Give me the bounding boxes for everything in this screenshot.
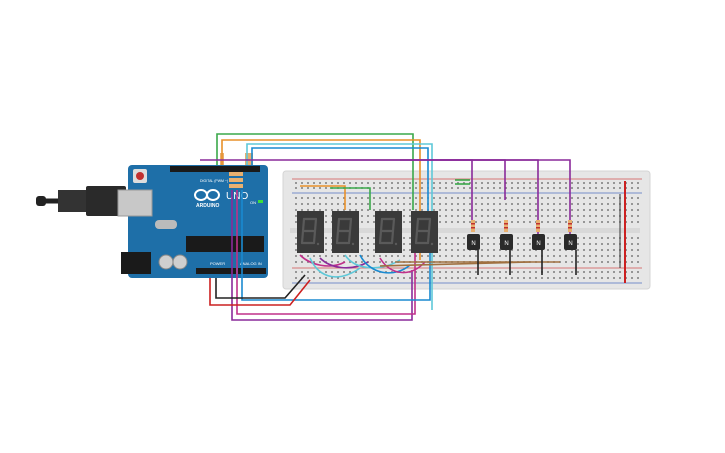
microcontroller-chip xyxy=(186,236,264,252)
base-resistor[interactable] xyxy=(536,220,540,232)
power-header[interactable] xyxy=(196,268,236,274)
power-jack xyxy=(121,252,151,274)
npn-transistor[interactable]: N xyxy=(564,220,577,250)
arduino-brand-label: ARDUINO xyxy=(196,203,219,209)
transistor-label: N xyxy=(536,241,540,247)
seven-segment-display[interactable]: 8 xyxy=(332,211,359,264)
arduino-power-label: POWER xyxy=(210,261,225,266)
base-resistor[interactable] xyxy=(568,220,572,232)
transistor-label: N xyxy=(471,241,475,247)
npn-transistor[interactable]: N xyxy=(467,220,480,250)
capacitor-2 xyxy=(172,254,188,270)
arduino-on-label: ON xyxy=(250,200,256,205)
usb-plug-head xyxy=(86,186,126,216)
seven-segment-display[interactable]: 8 xyxy=(297,211,324,264)
seven-segment-display[interactable]: 8 xyxy=(375,211,402,264)
arduino-analog-label: ANALOG IN xyxy=(240,261,262,266)
usb-port xyxy=(117,189,153,217)
crystal xyxy=(155,220,177,229)
wires[interactable] xyxy=(200,133,577,321)
capacitor-1 xyxy=(158,254,174,270)
digital-header[interactable] xyxy=(170,166,260,172)
base-resistor[interactable] xyxy=(504,220,508,232)
transistor-label: N xyxy=(568,241,572,247)
usb-plug-tip xyxy=(36,196,46,206)
npn-transistor[interactable]: N xyxy=(500,220,513,250)
analog-header[interactable] xyxy=(238,268,266,274)
transistor-label: N xyxy=(504,241,508,247)
arduino-digital-label: DIGITAL (PWM ~) xyxy=(200,179,228,183)
usb-plug xyxy=(58,190,90,212)
base-resistor[interactable] xyxy=(471,220,475,232)
seven-segment-display[interactable]: 8 xyxy=(411,211,438,264)
npn-transistor[interactable]: N xyxy=(532,220,545,250)
arduino-logo xyxy=(194,189,220,201)
on-led xyxy=(258,200,263,203)
